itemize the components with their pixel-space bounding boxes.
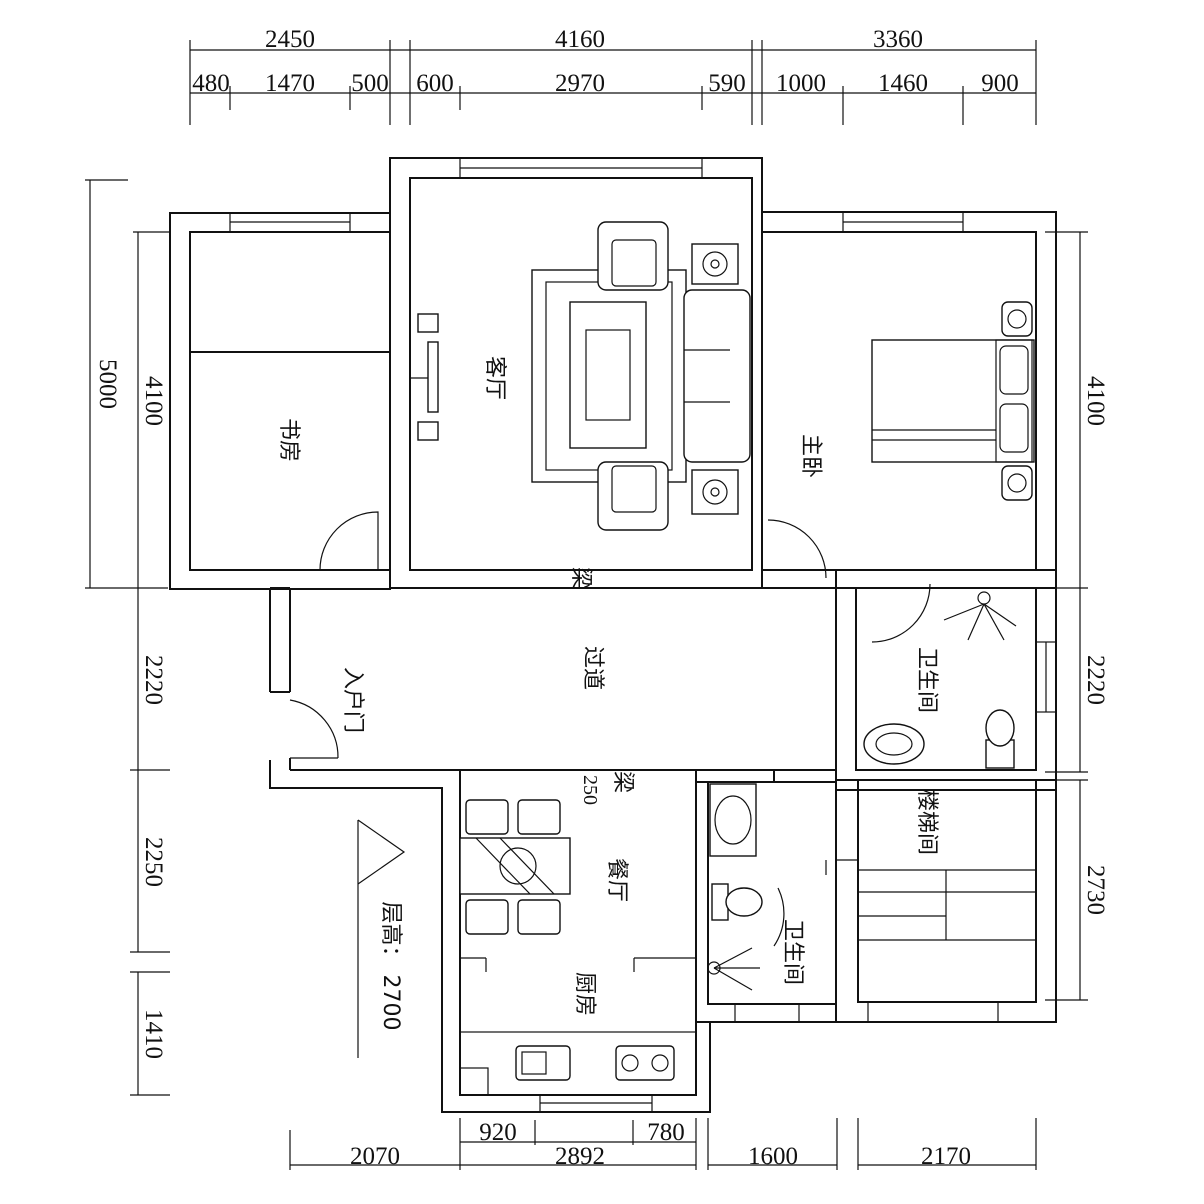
- dim-left-1: 4100: [140, 376, 167, 426]
- dining-table: [459, 837, 571, 895]
- dining-chair: [465, 899, 509, 935]
- dim-top-detail-6: 590: [708, 70, 746, 97]
- shower-head: [977, 591, 991, 605]
- sofa: [683, 289, 751, 463]
- side-table-top: [691, 243, 739, 285]
- dim-left-3: 2250: [140, 837, 167, 887]
- dining-furniture: [459, 799, 696, 972]
- nightstand-bottom: [1001, 465, 1033, 501]
- staircase: [825, 859, 1036, 941]
- dimension-labels: 2450 4160 3360 480 1470 500 600 2970 590…: [94, 26, 1109, 1170]
- room-label-hallway: 过道: [580, 646, 605, 690]
- room-label-bathroom-1: 卫生间: [914, 647, 939, 713]
- washbasin: [863, 723, 925, 765]
- bed: [871, 339, 1035, 463]
- speaker-bottom: [417, 421, 439, 441]
- bathroom-2-fixtures: [707, 783, 763, 991]
- dining-chair: [517, 899, 561, 935]
- room-label-entrance: 入户门: [340, 667, 365, 733]
- dim-top-detail-3: 500: [351, 70, 389, 97]
- room-label-study: 书房: [276, 418, 301, 462]
- dim-top-detail-4: 600: [416, 70, 454, 97]
- elevation-marker: [357, 819, 406, 1058]
- coffee-table: [569, 301, 647, 449]
- room-label-kitchen: 厨房: [572, 972, 597, 1016]
- stove: [615, 1045, 675, 1081]
- windows: [229, 157, 1057, 1113]
- dining-chair: [465, 799, 509, 835]
- dim-bottom-1: 2070: [350, 1143, 400, 1170]
- dim-top-detail-7: 1000: [776, 70, 826, 97]
- dim-top-overall-1: 2450: [265, 26, 315, 53]
- dim-bottom-4: 2170: [921, 1143, 971, 1170]
- kitchen-counter: [459, 1031, 697, 1096]
- room-label-living: 客厅: [482, 356, 507, 400]
- walls: [169, 157, 1057, 1113]
- dim-left-overall: 5000: [94, 359, 121, 409]
- room-label-master-bedroom: 主卧: [798, 434, 823, 478]
- room-label-dining: 餐厅: [604, 858, 629, 902]
- room-labels: 书房 客厅 主卧 过道 入户门 卫生间 楼梯间 餐厅 厨房 卫生间 梁 梁 25…: [276, 356, 939, 1031]
- washbasin-2: [709, 783, 757, 857]
- dim-left-4: 1410: [140, 1009, 167, 1059]
- side-table-bottom: [691, 469, 739, 515]
- dim-top-detail-5: 2970: [555, 70, 605, 97]
- armchair-bottom: [597, 461, 669, 531]
- nightstand-top: [1001, 301, 1033, 337]
- dim-top-detail-8: 1460: [878, 70, 928, 97]
- speaker-top: [417, 313, 439, 333]
- dim-top-overall-2: 4160: [555, 26, 605, 53]
- tv-stand: [427, 341, 439, 413]
- toilet-bowl: [985, 709, 1015, 747]
- dim-bottom-2: 2892: [555, 1143, 605, 1170]
- bathroom-1-fixtures: [863, 591, 1017, 769]
- sink: [515, 1045, 571, 1081]
- dim-right-1: 4100: [1082, 376, 1109, 426]
- dining-chair: [517, 799, 561, 835]
- dim-right-3: 2730: [1082, 865, 1109, 915]
- beam-size-label: 250: [579, 775, 601, 805]
- floor-height-label: 层高： 2700: [378, 902, 403, 1031]
- dim-top-detail-1: 480: [192, 70, 230, 97]
- beam-label-2: 梁: [610, 771, 635, 793]
- doors: [289, 511, 931, 947]
- kitchen-furniture: [459, 1031, 697, 1096]
- dim-right-2: 2220: [1082, 655, 1109, 705]
- dim-bottom-detail-1: 920: [479, 1119, 517, 1146]
- toilet-2-bowl: [725, 887, 763, 917]
- dim-top-detail-9: 900: [981, 70, 1019, 97]
- dim-left-2: 2220: [140, 655, 167, 705]
- bedroom-furniture: [871, 301, 1035, 501]
- beam-label-1: 梁: [568, 567, 593, 589]
- dimension-lines: [85, 40, 1088, 1170]
- dim-top-overall-3: 3360: [873, 26, 923, 53]
- room-label-bathroom-2: 卫生间: [780, 919, 805, 985]
- living-room-furniture: [410, 221, 751, 531]
- armchair-top: [597, 221, 669, 291]
- dim-bottom-detail-2: 780: [647, 1119, 685, 1146]
- room-label-stairwell: 楼梯间: [914, 789, 939, 855]
- dim-top-detail-2: 1470: [265, 70, 315, 97]
- dim-bottom-3: 1600: [748, 1143, 798, 1170]
